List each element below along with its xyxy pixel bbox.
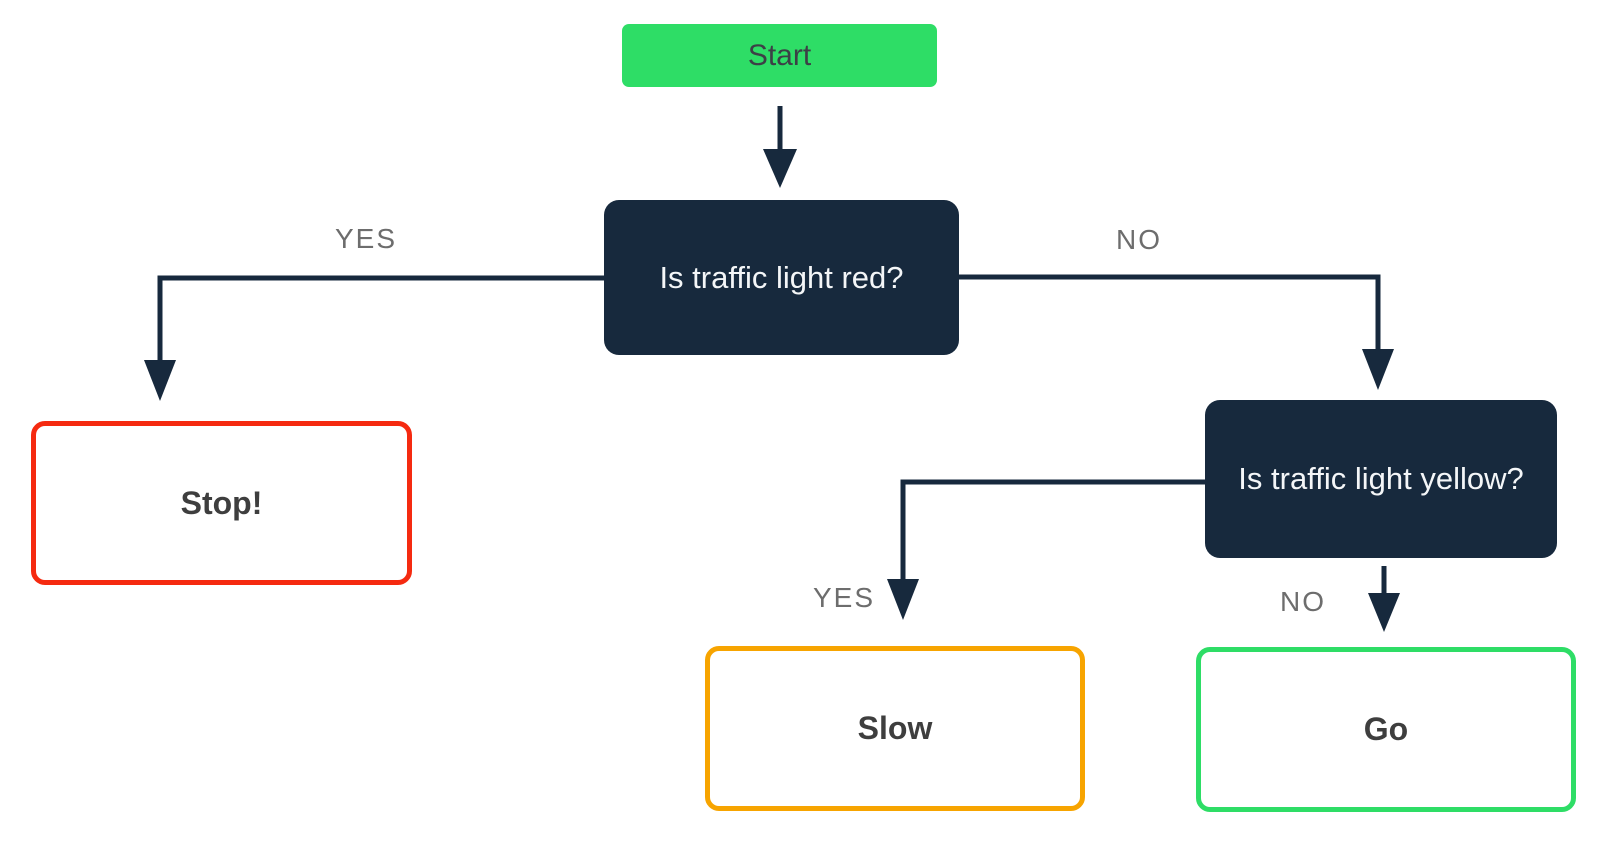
edge-yellow-yes-to-slow — [887, 479, 1205, 620]
edge-yellow-yes-line — [900, 479, 1205, 582]
edge-label-red-no: NO — [1116, 224, 1162, 255]
node-slow-label: Slow — [857, 710, 933, 746]
node-slow: Slow — [705, 646, 1085, 811]
node-decision-yellow: Is traffic light yellow? — [1205, 400, 1557, 558]
edge-red-no-to-yellow — [959, 274, 1394, 390]
edge-label-red-yes: YES — [334, 223, 398, 254]
node-start-label: Start — [747, 38, 812, 72]
node-go-label: Go — [1363, 711, 1409, 747]
edge-red-yes-line — [157, 275, 604, 363]
edge-yellow-no-to-go — [1368, 566, 1400, 632]
arrowhead-down-icon — [887, 579, 919, 620]
edge-label-yellow-yes: YES — [812, 582, 876, 613]
arrowhead-down-icon — [763, 149, 797, 188]
arrowhead-down-icon — [1368, 593, 1400, 632]
node-stop-label: Stop! — [180, 484, 263, 521]
edge-start-to-red — [763, 106, 797, 188]
node-decision-red-label: Is traffic light red? — [659, 259, 904, 295]
edge-red-yes-to-stop — [144, 275, 604, 401]
arrowhead-down-icon — [1362, 349, 1394, 390]
edge-label-yellow-no: NO — [1280, 586, 1326, 617]
edge-red-no-line — [959, 274, 1381, 352]
node-go: Go — [1196, 647, 1576, 812]
node-stop: Stop! — [31, 421, 412, 585]
node-start: Start — [622, 24, 937, 87]
node-decision-yellow-label: Is traffic light yellow? — [1238, 461, 1524, 496]
arrowhead-down-icon — [144, 360, 176, 401]
node-decision-red: Is traffic light red? — [604, 200, 959, 355]
